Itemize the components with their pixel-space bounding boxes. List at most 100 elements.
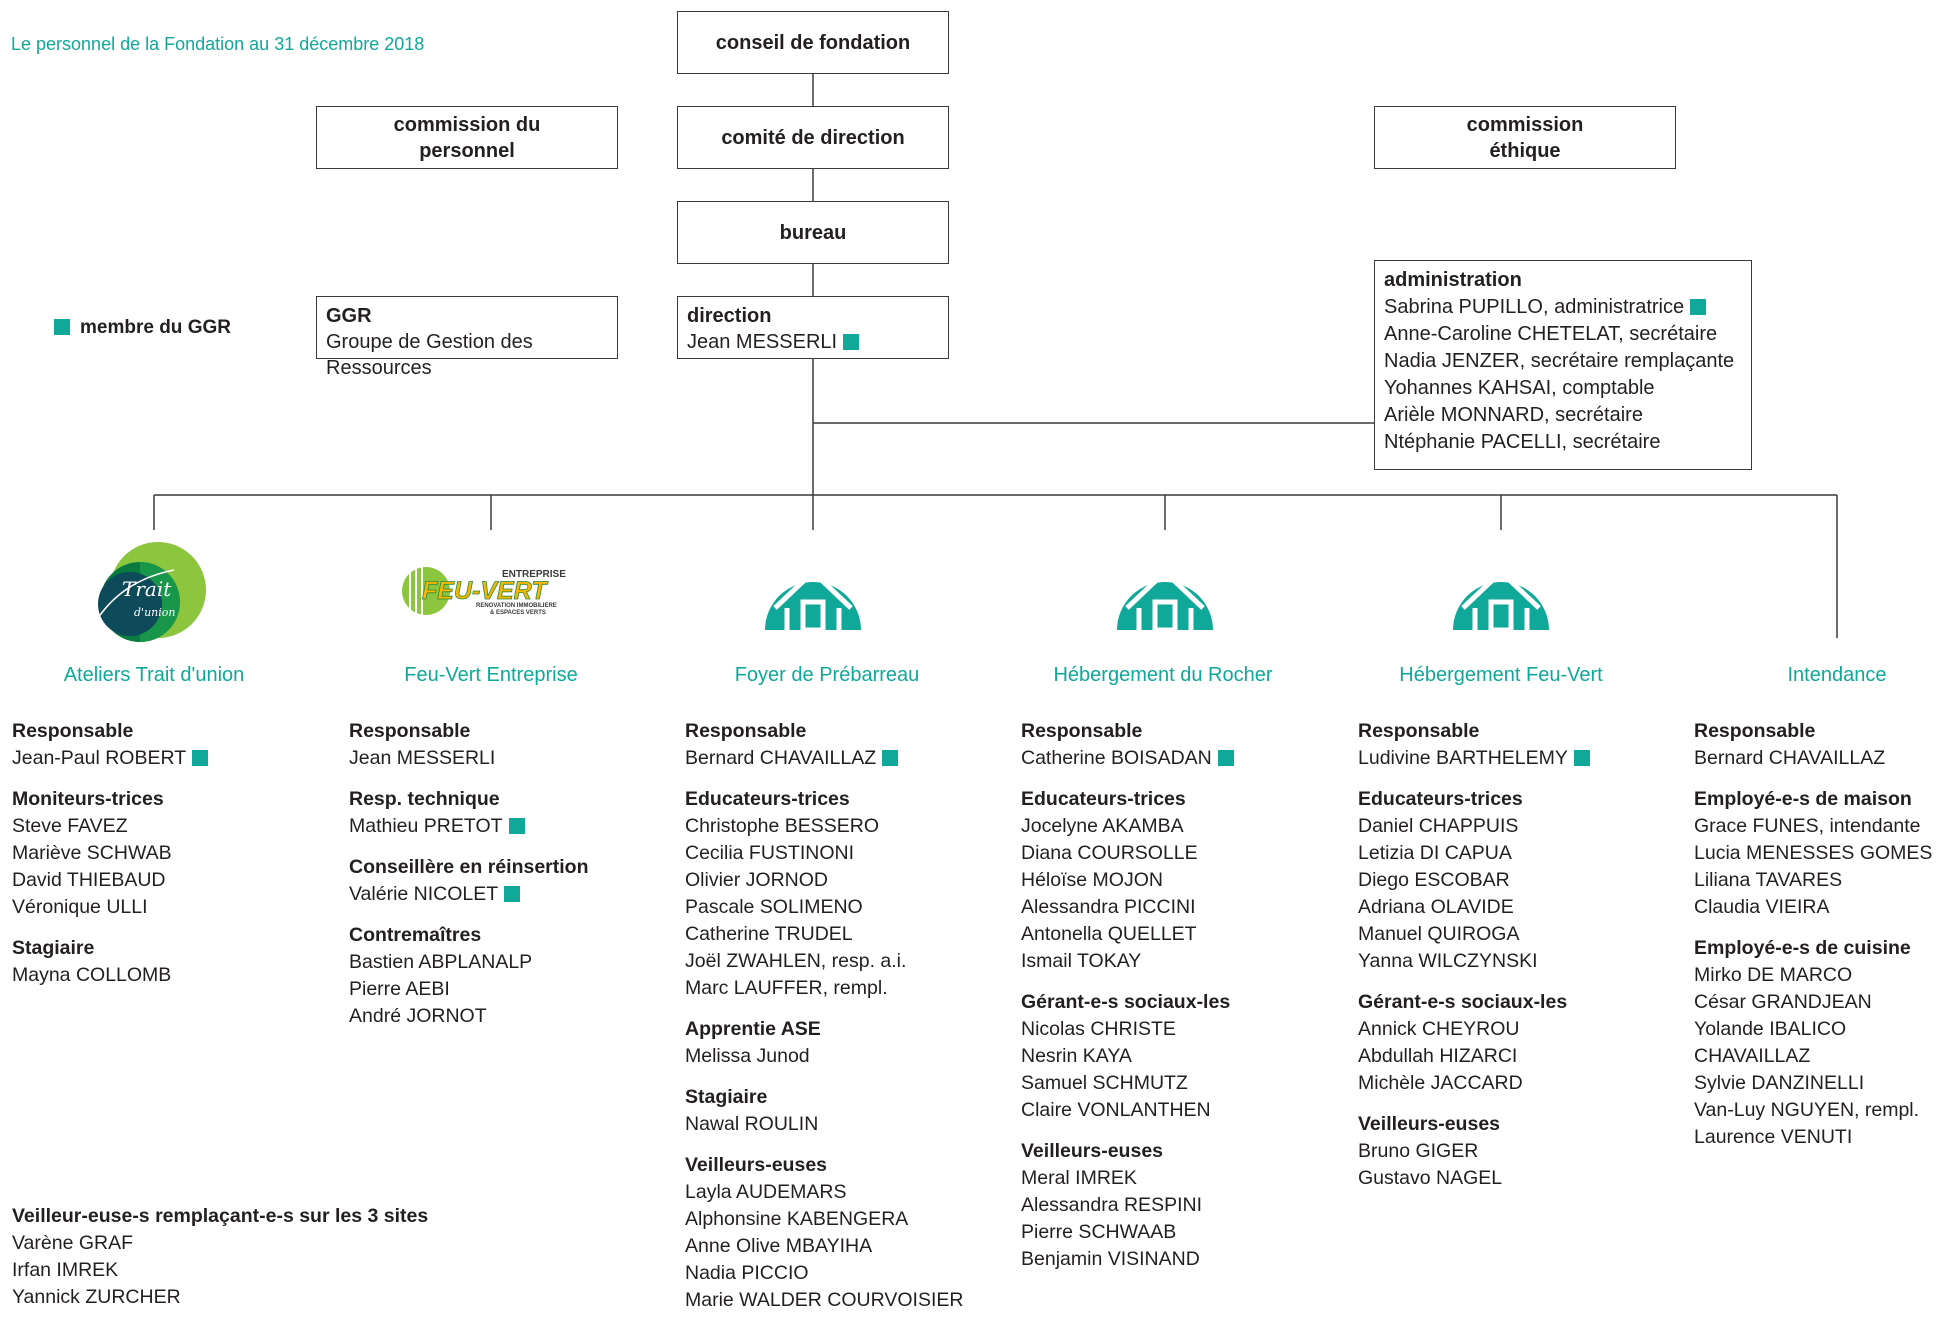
staff-member: Yohannes KAHSAI, comptable bbox=[1384, 375, 1655, 402]
staff-member-name: Irfan IMREK bbox=[12, 1259, 119, 1281]
staff-member-name: Benjamin VISINAND bbox=[1021, 1248, 1200, 1270]
staff-member: Liliana TAVARES bbox=[1694, 867, 1940, 894]
staff-member-name: Yannick ZURCHER bbox=[12, 1286, 181, 1308]
staff-member: Mirko DE MARCO bbox=[1694, 962, 1940, 989]
staff-member-name: Jocelyne AKAMBA bbox=[1021, 815, 1184, 837]
staff-member: Benjamin VISINAND bbox=[1021, 1246, 1351, 1273]
box-commission-du-personnel: commission du personnel bbox=[316, 106, 618, 169]
staff-member-name: Bastien ABPLANALP bbox=[349, 951, 533, 973]
logo-text: Trait bbox=[122, 577, 172, 601]
staff-member-name: Catherine TRUDEL bbox=[685, 923, 853, 945]
dept-name: Hébergement du Rocher bbox=[1053, 664, 1273, 686]
staff-member: Nadia PICCIO bbox=[685, 1260, 1015, 1287]
box-label: commission du bbox=[393, 113, 541, 136]
staff-member-name: Ntéphanie PACELLI, secrétaire bbox=[1384, 431, 1661, 453]
staff-member-name: Alessandra PICCINI bbox=[1021, 896, 1196, 918]
section-title: Gérant-e-s sociaux-les bbox=[1358, 991, 1568, 1013]
staff-member: Bernard CHAVAILLAZ bbox=[685, 745, 1015, 772]
staff-member-name: Catherine BOISADAN bbox=[1021, 747, 1212, 769]
section-title: Stagiaire bbox=[12, 937, 95, 959]
box-conseil-de-fondation: conseil de fondation bbox=[677, 11, 949, 74]
section-title: Responsable bbox=[1358, 720, 1480, 742]
staff-member-name: Lucia MENESSES GOMES bbox=[1694, 842, 1933, 864]
staff-member: Daniel CHAPPUIS bbox=[1358, 813, 1688, 840]
staff-member-name: Pascale SOLIMENO bbox=[685, 896, 863, 918]
section-title: Responsable bbox=[12, 720, 134, 742]
staff-member: Jean MESSERLI bbox=[349, 745, 679, 772]
staff-member: Jocelyne AKAMBA bbox=[1021, 813, 1351, 840]
section-title: Moniteurs-trices bbox=[12, 788, 164, 810]
staff-member-name: Ludivine BARTHELEMY bbox=[1358, 747, 1568, 769]
staff-member: Meral IMREK bbox=[1021, 1165, 1351, 1192]
staff-member: Samuel SCHMUTZ bbox=[1021, 1070, 1351, 1097]
staff-member-name: Samuel SCHMUTZ bbox=[1021, 1072, 1188, 1094]
staff-member: Ismail TOKAY bbox=[1021, 948, 1351, 975]
dept-name: Feu-Vert Entreprise bbox=[404, 664, 578, 686]
staff-member-name: Van-Luy NGUYEN, rempl. bbox=[1694, 1099, 1920, 1121]
staff-member-name: César GRANDJEAN bbox=[1694, 991, 1872, 1013]
staff-member-name: Letizia DI CAPUA bbox=[1358, 842, 1512, 864]
staff-member-name: Jean-Paul ROBERT bbox=[12, 747, 187, 769]
staff-member: Claire VONLANTHEN bbox=[1021, 1097, 1351, 1124]
staff-member: Sylvie DANZINELLI bbox=[1694, 1070, 1940, 1097]
ggr-marker-icon bbox=[1217, 750, 1234, 766]
ggr-marker-icon bbox=[504, 886, 521, 902]
staff-member: Bernard CHAVAILLAZ bbox=[1694, 745, 1940, 772]
staff-member: Catherine TRUDEL bbox=[685, 921, 1015, 948]
box-administration: administration Sabrina PUPILLO, administ… bbox=[1374, 260, 1752, 470]
staff-member: Mayna COLLOMB bbox=[12, 962, 342, 989]
staff-member: Varène GRAF bbox=[12, 1230, 428, 1257]
staff-member: Adriana OLAVIDE bbox=[1358, 894, 1688, 921]
staff-member-name: Bernard CHAVAILLAZ bbox=[1694, 747, 1886, 769]
ggr-marker-icon bbox=[882, 750, 899, 766]
staff-member: Manuel QUIROGA bbox=[1358, 921, 1688, 948]
staff-member: Yolande IBALICO CHAVAILLAZ bbox=[1694, 1016, 1940, 1070]
staff-member-name: Nawal ROULIN bbox=[685, 1113, 819, 1135]
staff-member-name: Sylvie DANZINELLI bbox=[1694, 1072, 1865, 1094]
staff-member: Michèle JACCARD bbox=[1358, 1070, 1688, 1097]
staff-member-name: Grace FUNES, intendante bbox=[1694, 815, 1921, 837]
staff-member-name: Bernard CHAVAILLAZ bbox=[685, 747, 877, 769]
staff-member: Joël ZWAHLEN, resp. a.i. bbox=[685, 948, 1015, 975]
ggr-marker-icon bbox=[192, 750, 209, 766]
staff-member: Diego ESCOBAR bbox=[1358, 867, 1688, 894]
staff-member-name: Alphonsine KABENGERA bbox=[685, 1208, 909, 1230]
box-label: bureau bbox=[779, 221, 847, 244]
staff-member-name: Nadia PICCIO bbox=[685, 1262, 809, 1284]
staff-member: Nadia JENZER, secrétaire remplaçante bbox=[1384, 348, 1734, 375]
legend: membre du GGR bbox=[54, 317, 231, 339]
staff-member-name: Diego ESCOBAR bbox=[1358, 869, 1510, 891]
staff-member-name: Anne Olive MBAYIHA bbox=[685, 1235, 873, 1257]
staff-member-name: Daniel CHAPPUIS bbox=[1358, 815, 1519, 837]
staff-member: Arièle MONNARD, secrétaire bbox=[1384, 402, 1643, 429]
staff-member: Melissa Junod bbox=[685, 1043, 1015, 1070]
staff-member-name: Laurence VENUTI bbox=[1694, 1126, 1853, 1148]
staff-member: Antonella QUELLET bbox=[1021, 921, 1351, 948]
staff-member-name: Ismail TOKAY bbox=[1021, 950, 1142, 972]
staff-member: Cecilia FUSTINONI bbox=[685, 840, 1015, 867]
staff-member: Valérie NICOLET bbox=[349, 881, 679, 908]
ggr-marker-icon bbox=[1690, 299, 1707, 315]
staff-member: Gustavo NAGEL bbox=[1358, 1165, 1688, 1192]
staff-member-name: Mayna COLLOMB bbox=[12, 964, 172, 986]
staff-member: Ludivine BARTHELEMY bbox=[1358, 745, 1688, 772]
staff-member-name: Melissa Junod bbox=[685, 1045, 810, 1067]
staff-member: Bastien ABPLANALP bbox=[349, 949, 679, 976]
staff-member: Anne-Caroline CHETELAT, secrétaire bbox=[1384, 321, 1717, 348]
box-label: éthique bbox=[1489, 139, 1561, 162]
staff-member: Claudia VIEIRA bbox=[1694, 894, 1940, 921]
section-title: Educateurs-trices bbox=[685, 788, 850, 810]
staff-member: Alphonsine KABENGERA bbox=[685, 1206, 1015, 1233]
staff-member-name: Antonella QUELLET bbox=[1021, 923, 1197, 945]
house-icon bbox=[1453, 568, 1549, 630]
